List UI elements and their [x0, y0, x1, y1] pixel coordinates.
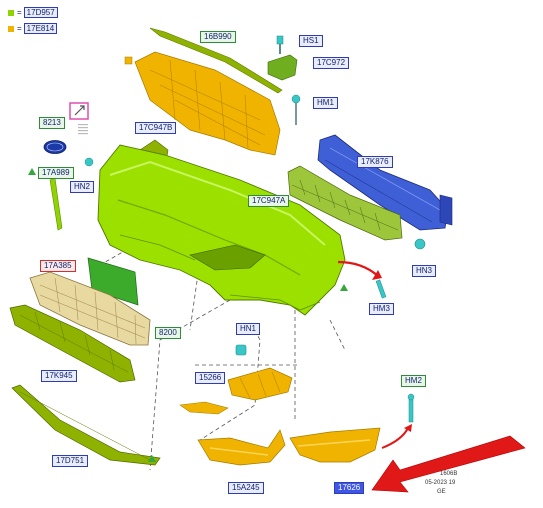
triangle-marker-icon [148, 455, 156, 462]
trim-17626 [289, 427, 381, 463]
clip-hs1-icon [276, 35, 284, 54]
panel-17a385 [87, 257, 139, 306]
legend-item-1: =17D957 [8, 7, 58, 18]
legend-item-2: =17E814 [8, 23, 58, 34]
absorber-17c947a [287, 165, 403, 241]
trim-15a245 [197, 429, 286, 466]
lower-grille-17k945 [9, 304, 136, 383]
label-17c972[interactable]: 17C972 [313, 57, 350, 69]
legend-code: 17D957 [23, 7, 58, 18]
label-hs1[interactable]: HS1 [299, 35, 323, 47]
footer-date: 05-2023 19 [425, 480, 456, 486]
label-hm2[interactable]: HM2 [401, 375, 426, 387]
triangle-marker-icon [340, 284, 348, 291]
clip-hn1-icon [235, 344, 247, 356]
legend-swatch-yellow-icon [8, 25, 14, 32]
label-hn1[interactable]: HN1 [236, 323, 261, 335]
grille-8200 [29, 271, 151, 346]
bracket-17c972 [267, 54, 298, 81]
label-hn2[interactable]: HN2 [70, 181, 95, 193]
clip-hn3-icon [414, 238, 426, 250]
clip-hm1-icon [291, 94, 301, 125]
clip-hm3-icon [375, 279, 387, 299]
label-17c947a[interactable]: 17C947A [248, 195, 290, 207]
bracket-15266 [227, 367, 293, 401]
lower-strip-17d751 [11, 384, 161, 466]
label-15266[interactable]: 15266 [195, 372, 226, 384]
label-15a245[interactable]: 15A245 [228, 482, 264, 494]
label-17d751[interactable]: 17D751 [52, 455, 89, 467]
strip-16b990 [149, 27, 283, 94]
footer-region: GE [437, 489, 446, 495]
label-17c947b[interactable]: 17C947B [135, 122, 177, 134]
triangle-marker-icon [28, 168, 36, 175]
label-8213[interactable]: 8213 [39, 117, 65, 129]
label-17626[interactable]: 17626 [334, 482, 365, 494]
ford-badge-icon [43, 140, 67, 154]
label-hm3[interactable]: HM3 [369, 303, 394, 315]
bumper-cover [97, 144, 346, 316]
label-8200[interactable]: 8200 [155, 327, 181, 339]
upper-bracket [134, 51, 281, 156]
label-17a385[interactable]: 17A385 [40, 260, 76, 272]
legend-swatch-green-icon [8, 9, 14, 16]
big-red-arrow-icon [371, 435, 526, 493]
label-17k876[interactable]: 17K876 [357, 156, 393, 168]
label-17a989[interactable]: 17A989 [38, 167, 74, 179]
clip-hm2-icon [407, 393, 415, 423]
label-16b990[interactable]: 16B990 [200, 31, 236, 43]
clip-hn2-icon [84, 157, 94, 167]
label-hm1[interactable]: HM1 [313, 97, 338, 109]
legend-code: 17E814 [23, 23, 58, 34]
label-17k945[interactable]: 17K945 [41, 370, 77, 382]
label-hn3[interactable]: HN3 [412, 265, 437, 277]
strip-17a989 [49, 177, 63, 231]
footer-code: 1606B [440, 471, 458, 477]
